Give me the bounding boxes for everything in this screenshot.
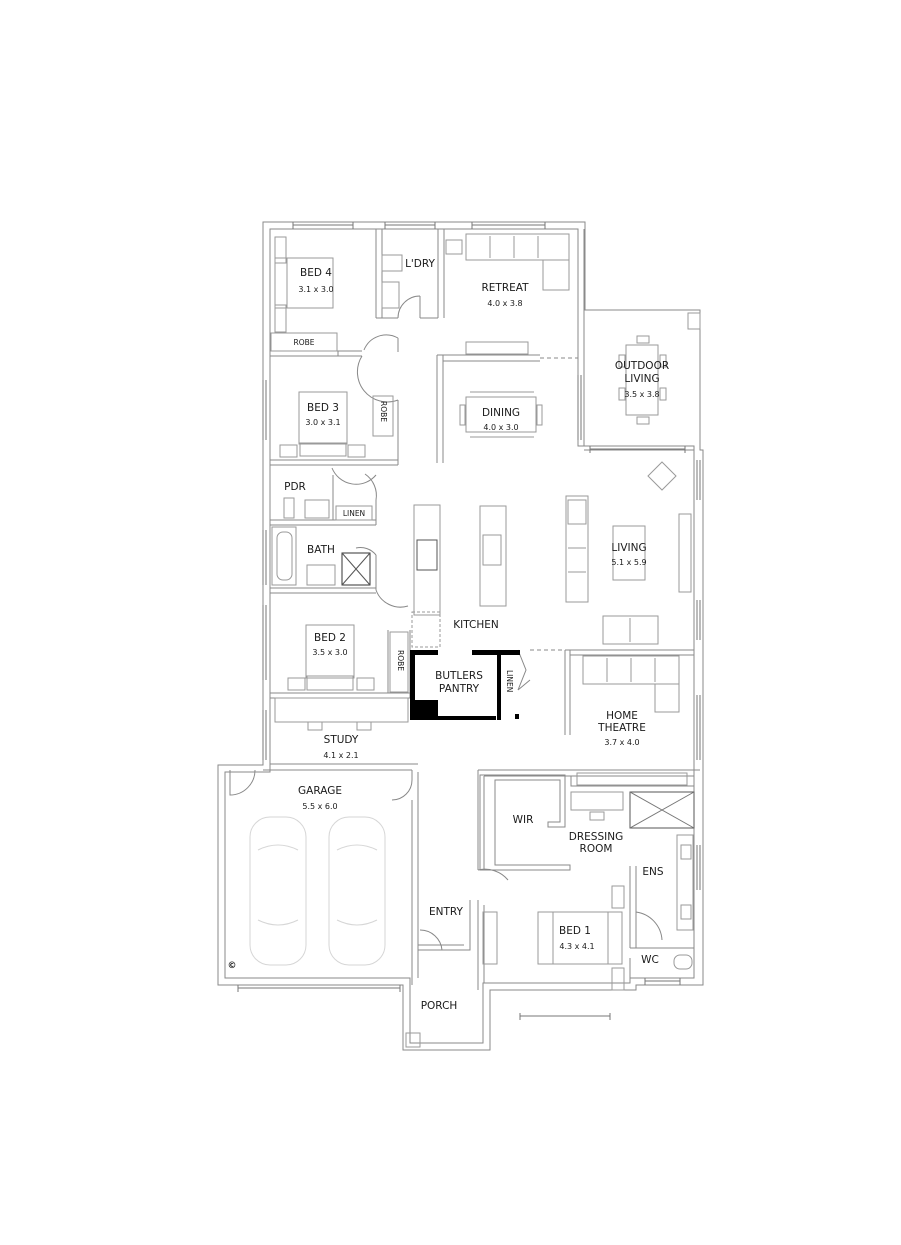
- room-dining-label: DINING: [481, 407, 521, 419]
- room-dressing-room-label1: DRESSING: [568, 831, 624, 843]
- furniture: [270, 233, 701, 1048]
- room-linen-pantry-label: LINEN: [505, 670, 514, 693]
- room-wc-label: WC: [641, 954, 659, 966]
- room-porch-label: PORCH: [420, 1000, 458, 1012]
- room-butlers-pantry-label2: PANTRY: [438, 683, 480, 695]
- room-living-size: 5.1 x 5.9: [611, 558, 647, 567]
- room-garage-size: 5.5 x 6.0: [302, 802, 338, 811]
- room-home-theatre-label2: THEATRE: [598, 722, 646, 734]
- room-study-label: STUDY: [323, 734, 359, 746]
- room-bed2-robe-label: ROBE: [396, 650, 405, 671]
- room-garage-label: GARAGE: [298, 785, 342, 797]
- room-study-size: 4.1 x 2.1: [323, 751, 359, 760]
- room-dressing-room-label2: ROOM: [579, 843, 613, 855]
- room-bed1-size: 4.3 x 4.1: [559, 942, 595, 951]
- room-outdoor-living-label2: LIVING: [624, 373, 660, 385]
- door-swings: [229, 295, 663, 951]
- room-laundry-label: L'DRY: [405, 258, 435, 270]
- room-entry-label: ENTRY: [429, 906, 463, 918]
- room-retreat-size: 4.0 x 3.8: [487, 299, 523, 308]
- room-home-theatre-label1: HOME: [606, 710, 638, 722]
- room-bed2-label: BED 2: [314, 632, 346, 644]
- car-outlines: [249, 816, 386, 966]
- room-bed4-robe-label: ROBE: [293, 338, 315, 347]
- interior-walls: [263, 229, 700, 990]
- room-bed3-robe-label: ROBE: [379, 401, 388, 422]
- room-butlers-pantry-label1: BUTLERS: [435, 670, 483, 682]
- room-ensuite-label: ENS: [642, 866, 664, 878]
- room-bed3-label: BED 3: [307, 402, 339, 414]
- room-retreat-label: RETREAT: [481, 282, 529, 294]
- room-wir-label: WIR: [512, 814, 534, 826]
- room-dining-size: 4.0 x 3.0: [483, 423, 519, 432]
- room-bed4-size: 3.1 x 3.0: [298, 285, 334, 294]
- room-living-label: LIVING: [611, 542, 647, 554]
- windows: [237, 222, 701, 1020]
- room-bed2-size: 3.5 x 3.0: [312, 648, 348, 657]
- room-outdoor-living-label1: OUTDOOR: [614, 360, 670, 372]
- copyright-icon: ©: [227, 961, 237, 971]
- room-pdr-label: PDR: [284, 481, 306, 493]
- room-outdoor-living-size: 3.5 x 3.8: [624, 390, 660, 399]
- butlers-pantry-walls: [410, 650, 520, 720]
- room-home-theatre-size: 3.7 x 4.0: [604, 738, 640, 747]
- room-kitchen-label: KITCHEN: [453, 619, 499, 631]
- room-bed3-size: 3.0 x 3.1: [305, 418, 341, 427]
- room-linen-hall-label: LINEN: [342, 509, 366, 518]
- room-bed4-label: BED 4: [300, 267, 332, 279]
- room-bed1-label: BED 1: [559, 925, 591, 937]
- room-bath-label: BATH: [307, 544, 335, 556]
